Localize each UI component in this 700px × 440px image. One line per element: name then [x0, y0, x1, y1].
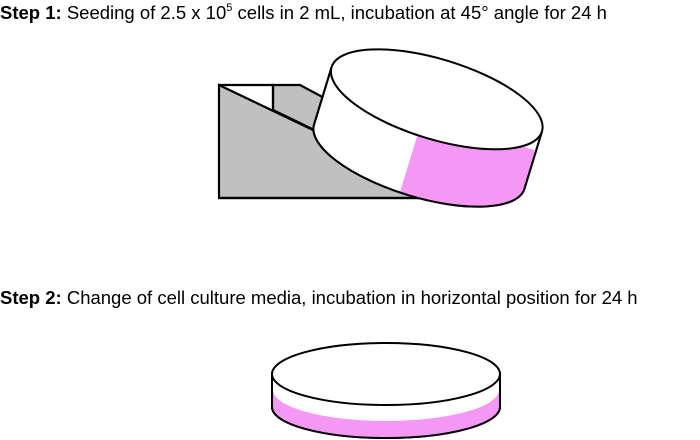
step-1-label: Step 1:	[0, 2, 62, 23]
tilted-petri-dish	[312, 48, 554, 228]
horizontal-dish-rim	[271, 342, 501, 406]
step-1-text-before: Seeding of 2.5 x 10	[61, 2, 227, 23]
tilted-dish-medium	[388, 116, 554, 228]
step-2-label: Step 2:	[0, 287, 62, 308]
step-1-text-after: cells in 2 mL, incubation at 45° angle f…	[232, 2, 607, 23]
horizontal-dish-medium	[273, 390, 499, 438]
tilted-dish-rim	[329, 48, 544, 151]
horizontal-petri-dish	[271, 342, 501, 439]
incline-top-edge	[219, 83, 275, 110]
step-1-caption: Step 1: Seeding of 2.5 x 105 cells in 2 …	[0, 2, 607, 24]
step-2-caption: Step 2: Change of cell culture media, in…	[0, 287, 638, 309]
step-2-text: Change of cell culture media, incubation…	[61, 287, 638, 308]
step-1-exponent: 5	[226, 1, 233, 14]
